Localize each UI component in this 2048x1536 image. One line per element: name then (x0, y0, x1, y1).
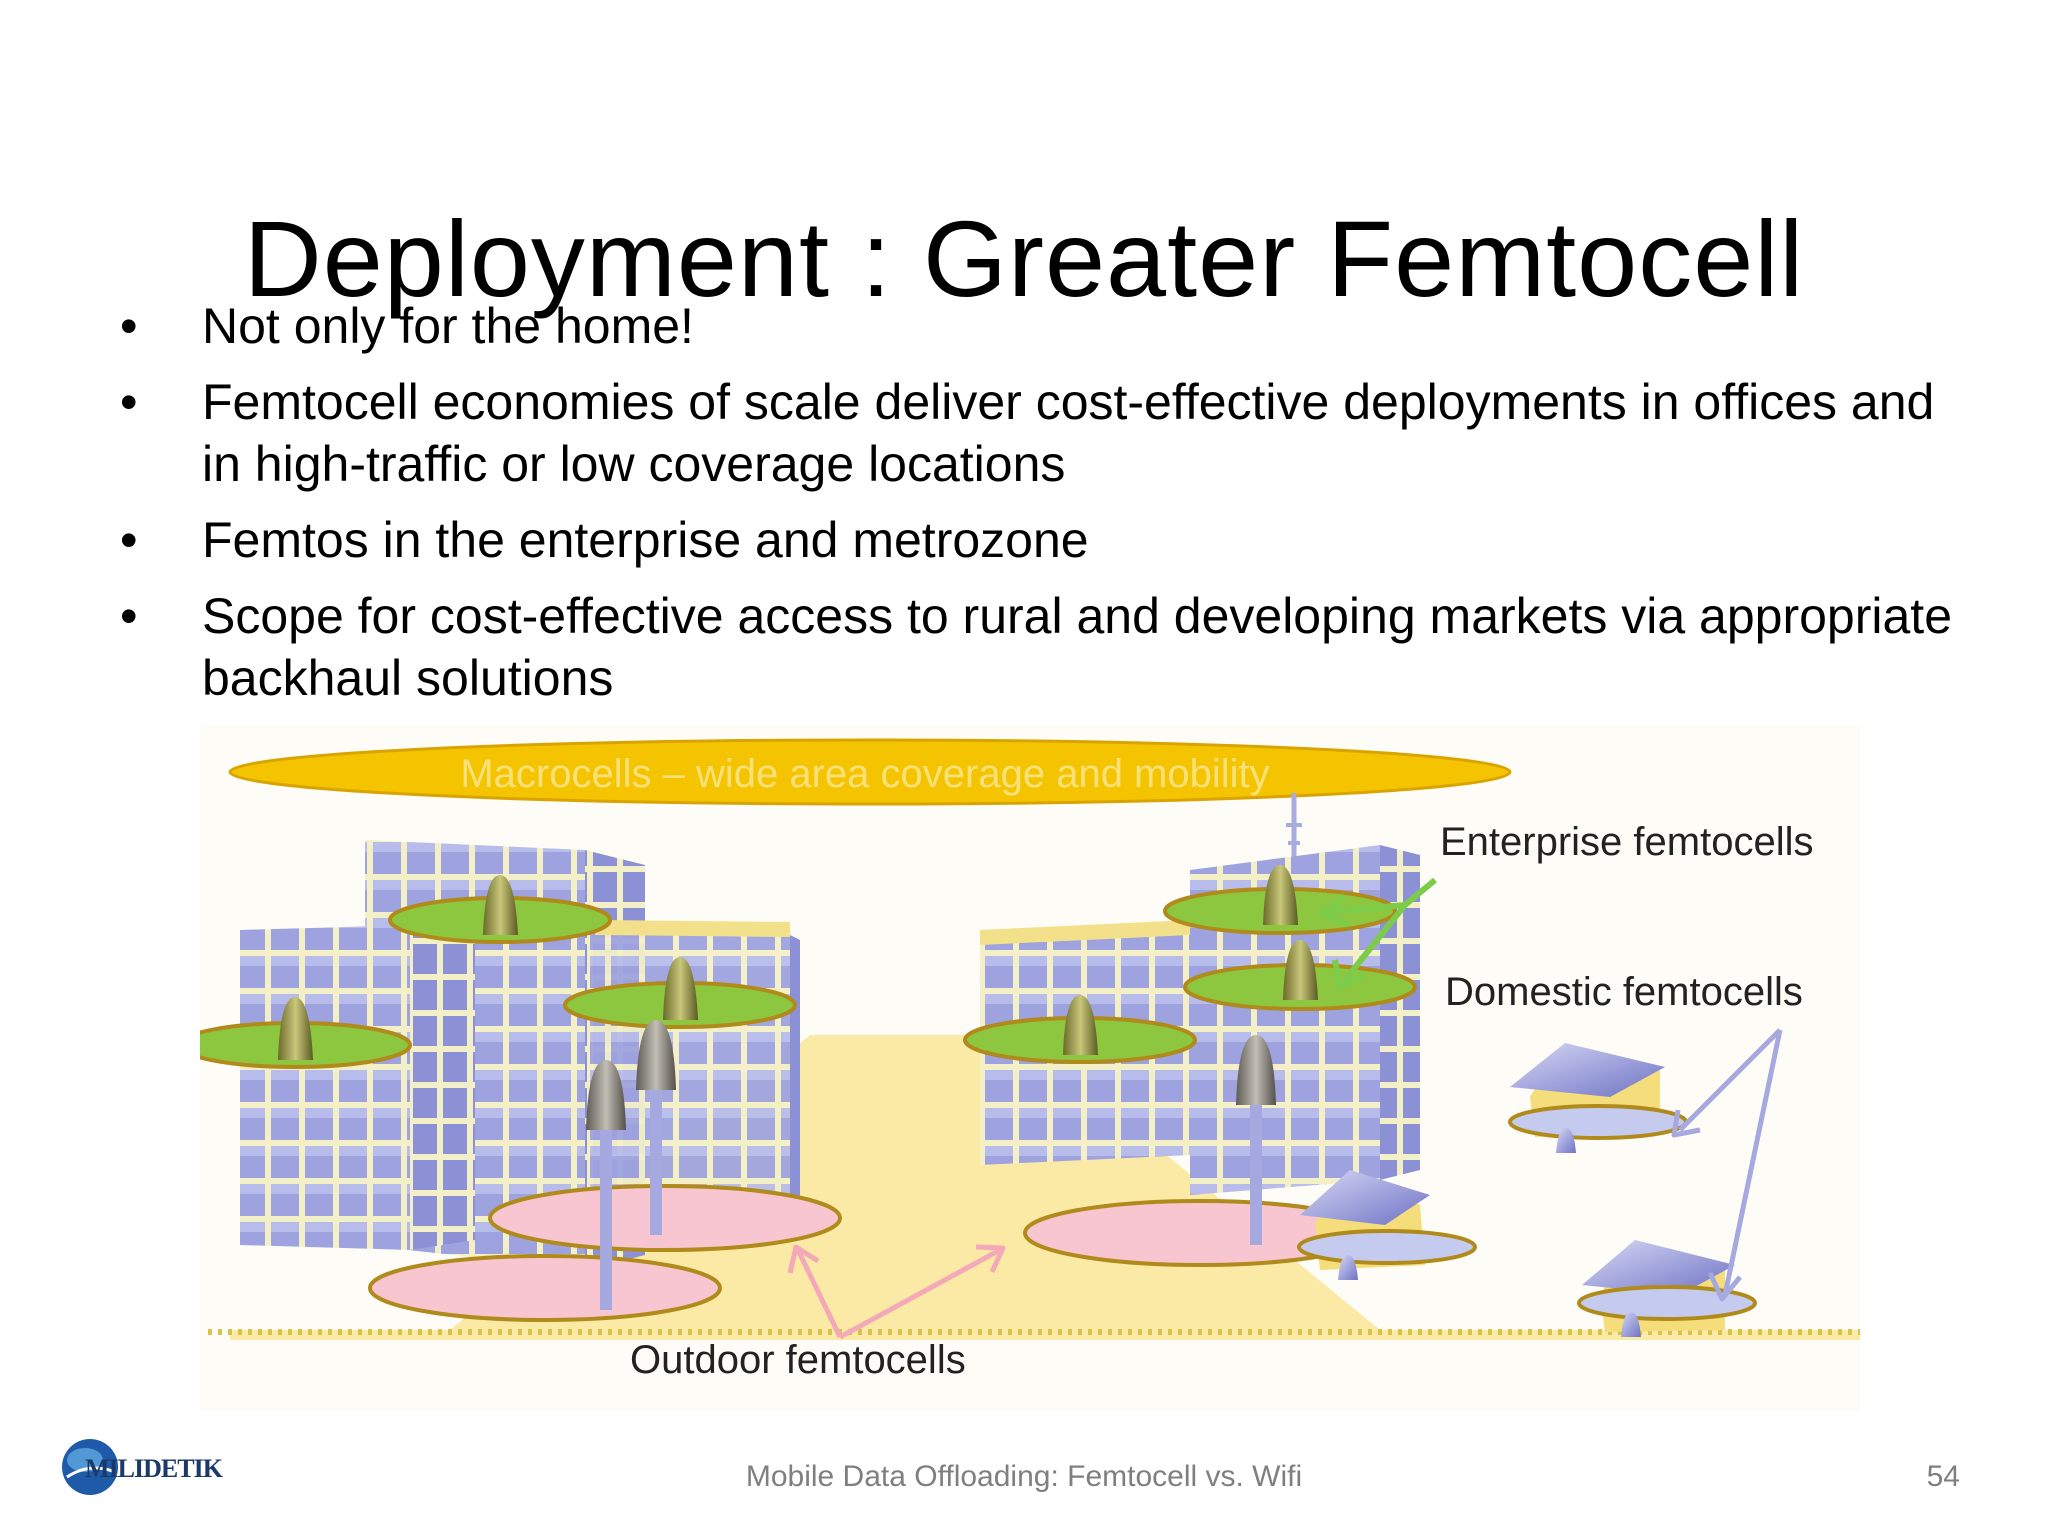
outdoor-femtocell-icon (586, 1020, 1276, 1310)
outdoor-femtocells-label: Outdoor femtocells (630, 1338, 966, 1382)
bullet-item: • Not only for the home! (120, 295, 1980, 357)
enterprise-femtocells-label: Enterprise femtocells (1440, 820, 1813, 864)
bullet-item: • Femtos in the enterprise and metrozone (120, 509, 1980, 571)
bullet-item: • Femtocell economies of scale deliver co… (120, 371, 1980, 495)
outdoor-femtocell-rings (368, 1184, 1377, 1322)
femtocell-icon (278, 865, 1318, 1060)
globe-icon (62, 1439, 118, 1495)
bullet-marker: • (120, 374, 138, 430)
outdoor-arrows (787, 1244, 1006, 1340)
slide-title: Deployment : Greater Femtocell (243, 198, 1805, 320)
femtocell-deployment-diagram: Macrocells – wide area coverage and mobi… (200, 725, 1860, 1410)
logo-text: MILIDETIK (85, 1454, 223, 1483)
macrocell-label: Macrocells – wide area coverage and mobi… (460, 752, 1269, 796)
page-number: 54 (1926, 1460, 1960, 1493)
office-building-left (240, 840, 800, 1270)
enterprise-arrows (1319, 877, 1437, 990)
bullet-marker: • (120, 588, 138, 644)
bullet-text: Not only for the home! (202, 298, 694, 354)
bullet-item: • Scope for cost-effective access to rura… (120, 585, 1980, 709)
footer-caption: Mobile Data Offloading: Femtocell vs. Wi… (745, 1460, 1303, 1493)
bullet-marker: • (120, 298, 138, 354)
macrocell-coverage (228, 738, 1512, 806)
bullet-list: • Not only for the home! • Femtocell econo… (120, 295, 1980, 723)
domestic-femtocells-label: Domestic femtocells (1445, 970, 1803, 1014)
bullet-marker: • (120, 512, 138, 568)
bullet-text: Scope for cost-effective access to rural… (202, 588, 1952, 706)
milidetik-logo: MILIDETIK (55, 1432, 223, 1502)
bullet-text: Femtos in the enterprise and metrozone (202, 512, 1089, 568)
bullet-text: Femtocell economies of scale deliver cos… (202, 374, 1935, 492)
domestic-arrows (1671, 1028, 1783, 1302)
domestic-femtocell-rings (1297, 1104, 1757, 1337)
